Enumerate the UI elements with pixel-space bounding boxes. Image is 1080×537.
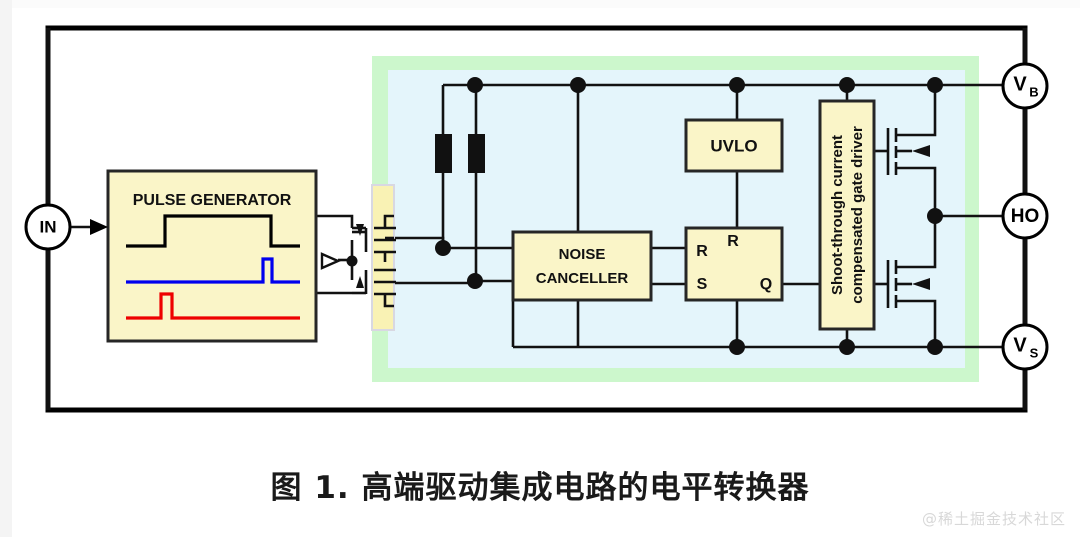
terminal-in[interactable]: IN [24,203,108,251]
terminal-in-label: IN [40,217,57,236]
page-left-strip [0,0,12,537]
junction-dot [927,77,943,93]
terminal-vs[interactable]: V S [1001,323,1049,371]
terminal-vs-label: V [1013,334,1027,356]
junction-dots [435,77,943,355]
isolation-barrier [371,184,395,331]
junction-dot [839,77,855,93]
level-shift-resistor-1 [435,134,452,173]
level-shift-input-marker [320,252,358,270]
gate-driver-label-line1: Shoot-through current [829,135,846,295]
turn-off-pulse-waveform [126,257,300,284]
output-mosfet-high-side [874,128,937,175]
level-shift-mosfet-low [356,268,396,308]
level-shift-mosfet-high [352,214,396,262]
level-shift-resistor-2 [468,134,485,173]
rs-latch-pin-r-input: R [696,243,708,260]
terminal-vb[interactable]: V B [1001,62,1049,110]
terminal-vb-subscript: B [1029,84,1038,99]
terminal-ho-label: HO [1011,206,1040,227]
rs-latch-pin-r-top: R [727,233,739,250]
wire-layer [45,28,1028,410]
input-pulse-waveform [126,214,300,248]
junction-dot [729,77,745,93]
uvlo-label: UVLO [710,136,757,155]
rs-latch-pin-q-output: Q [760,276,772,293]
junction-dot [435,240,451,256]
terminal-ho[interactable]: HO [1001,192,1049,240]
terminal-vs-subscript: S [1030,345,1039,360]
uvlo-block[interactable] [684,118,784,173]
junction-dot [570,77,586,93]
gate-driver-block[interactable] [818,99,876,331]
output-mosfet-low-side [874,260,937,308]
junction-dot [467,77,483,93]
gate-driver-label-line2: compensated gate driver [849,126,866,304]
noise-canceller-label-line2: CANCELLER [536,270,629,287]
page-top-strip [0,0,1080,8]
pulse-generator-label: PULSE GENERATOR [133,192,292,209]
rs-latch-pin-s-input: S [697,276,708,293]
terminal-vb-label: V [1013,73,1027,95]
junction-dot [839,339,855,355]
figure-caption: 图 1. 高端驱动集成电路的电平转换器 [270,470,810,506]
site-watermark: @稀土掘金技术社区 [921,510,1066,528]
pulse-generator-block[interactable] [106,169,318,343]
junction-dot [467,273,483,289]
noise-canceller-block[interactable] [511,230,653,302]
junction-dot [927,208,943,224]
junction-dot [729,339,745,355]
turn-on-pulse-waveform [126,292,300,320]
junction-dot [927,339,943,355]
hv-well-blue-interior [388,70,965,368]
rs-latch-block[interactable] [684,226,784,302]
noise-canceller-label-line1: NOISE [559,246,606,263]
